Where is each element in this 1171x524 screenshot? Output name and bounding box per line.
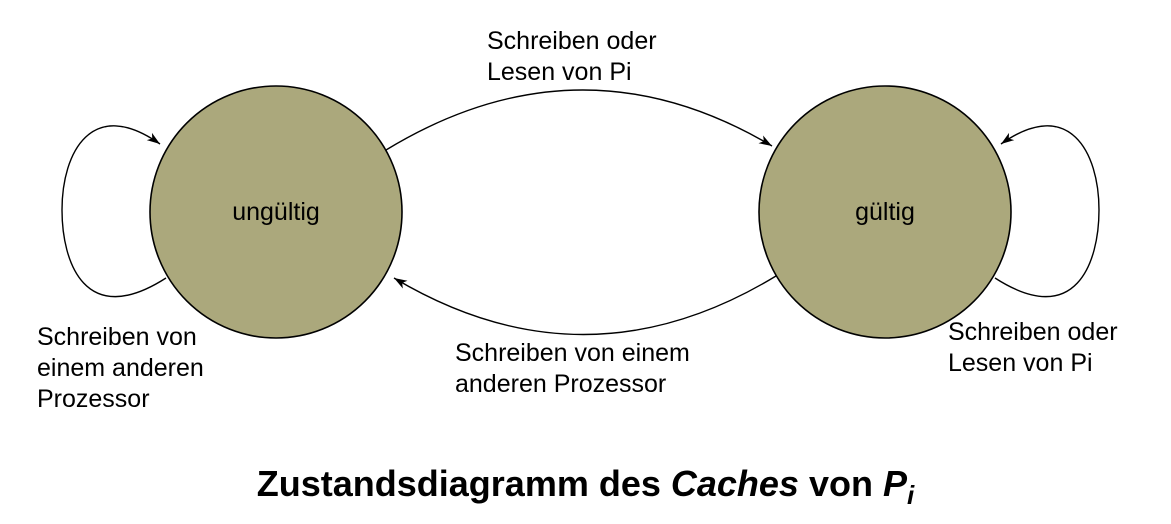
state-invalid-label: ungültig	[232, 198, 320, 226]
state-invalid-circle	[149, 85, 403, 339]
self-loop-label-invalid: Schreiben von einem anderen Prozessor	[37, 323, 204, 413]
transition-label-valid-to-invalid: Schreiben von einem anderen Prozessor	[455, 339, 690, 398]
caption-text-2: von	[798, 463, 883, 504]
transition-label-invalid-to-valid: Schreiben oder Lesen von Pi	[487, 27, 657, 86]
caption-emphasis-caches: Caches	[670, 463, 799, 504]
caption-subscript-i: i	[906, 480, 915, 510]
self-loop-label-valid: Schreiben oder Lesen von Pi	[948, 318, 1118, 377]
transition-arrow-invalid-to-valid	[385, 89, 773, 151]
self-loop-invalid-arrow	[61, 125, 167, 298]
diagram-caption: Zustandsdiagramm des Caches von Pi	[0, 466, 1171, 513]
state-valid-circle	[758, 85, 1012, 339]
state-valid-label: gültig	[855, 198, 915, 226]
caption-text-1: Zustandsdiagramm des	[256, 463, 671, 504]
caption-emphasis-p: P	[882, 463, 907, 504]
self-loop-valid-arrow	[994, 125, 1100, 298]
transition-arrow-valid-to-invalid	[393, 275, 777, 336]
